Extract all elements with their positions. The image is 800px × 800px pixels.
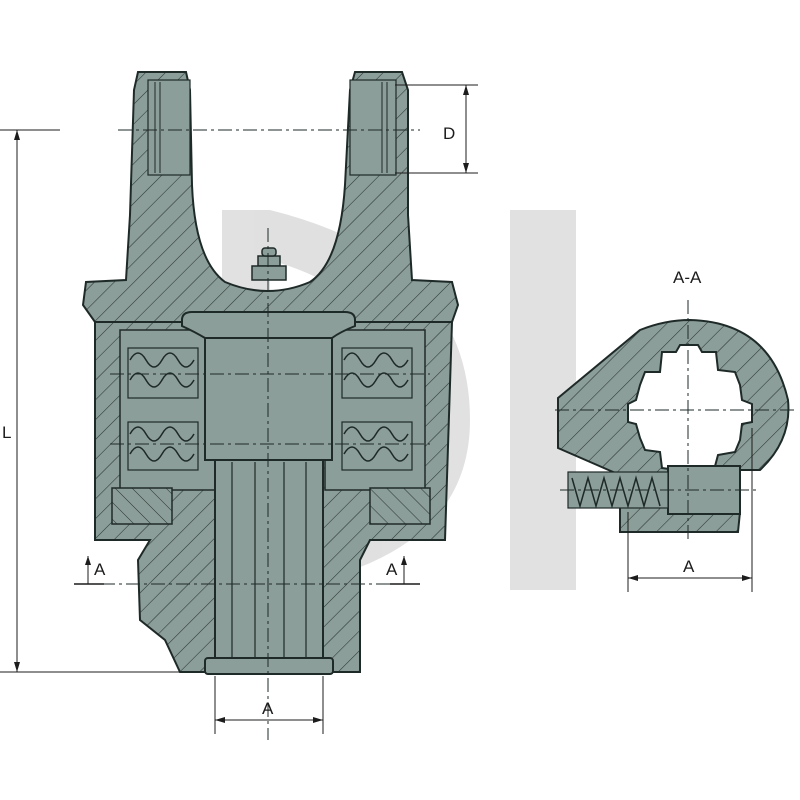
- dimension-a-section: A: [627, 428, 753, 592]
- spring-upper-right: [341, 347, 413, 399]
- section-lock-spring: [567, 471, 669, 509]
- dimension-a-bore: A: [214, 676, 324, 734]
- yoke-ear-right-face: [349, 79, 397, 176]
- yoke-body: [81, 71, 460, 323]
- spring-upper-left: [127, 347, 199, 399]
- section-marker-right: A: [386, 556, 420, 585]
- section-splined-bore: [627, 344, 753, 479]
- section-marker-right-label: A: [386, 560, 398, 579]
- push-pin-head: [181, 311, 356, 339]
- dimension-d: D: [395, 84, 478, 174]
- section-marker-left-label: A: [94, 560, 106, 579]
- dimension-l-label: L: [2, 423, 11, 442]
- section-marker-left: A: [74, 556, 106, 585]
- spring-lower-right: [341, 421, 413, 471]
- dimension-l: L: [0, 129, 180, 673]
- section-a-a-view: A-A: [555, 268, 798, 540]
- dimension-d-label: D: [443, 124, 455, 143]
- splined-bore: [214, 459, 324, 661]
- section-title: A-A: [673, 268, 702, 287]
- grease-nipple: [251, 247, 287, 281]
- yoke-ear-left-face: [147, 79, 191, 176]
- main-section-view: [76, 71, 460, 740]
- spring-lower-left: [127, 421, 199, 471]
- dimension-a-section-label: A: [683, 557, 695, 576]
- dimension-a-bore-label: A: [262, 699, 274, 718]
